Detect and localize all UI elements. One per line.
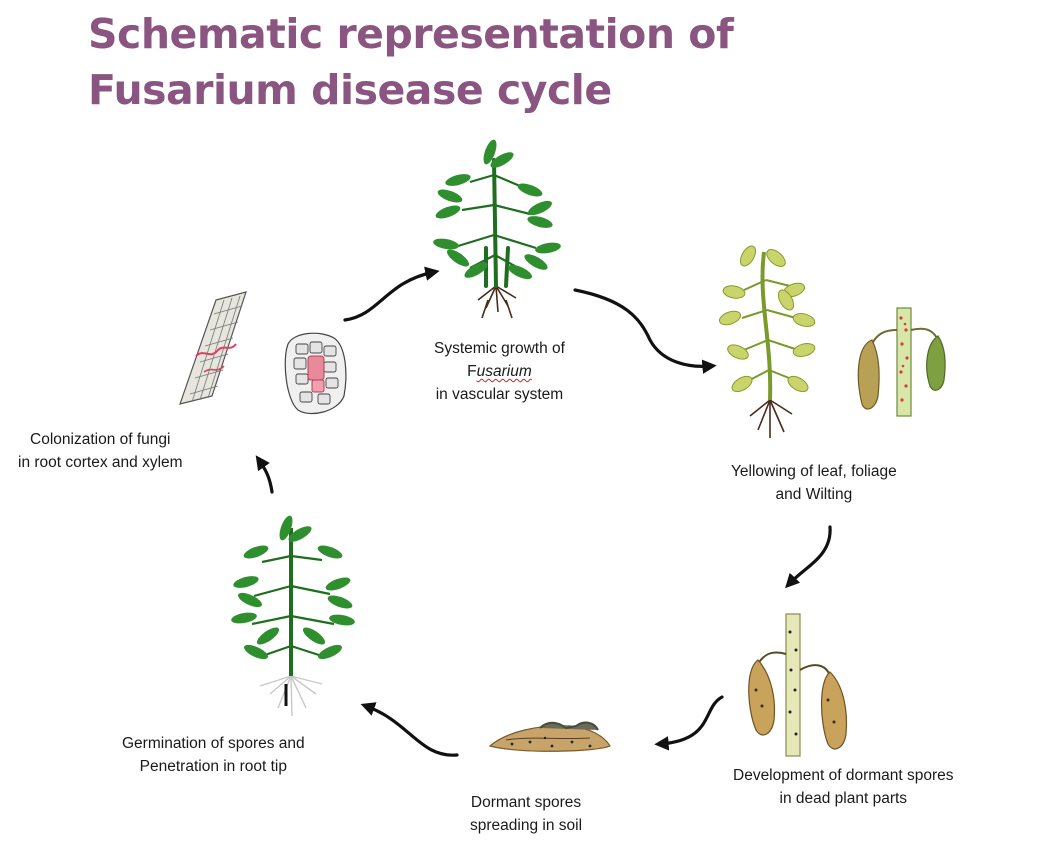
dead-plant-parts-icon — [748, 613, 848, 757]
label-germination: Germination of spores and Penetration in… — [122, 735, 305, 775]
arrow-to-yellowing — [573, 288, 717, 374]
cortex-cells-icon — [284, 332, 347, 415]
slide-title-line-1: Schematic representation of — [88, 10, 734, 58]
yellowing-plant-icon — [717, 242, 817, 438]
arrow-to-germination — [360, 702, 459, 757]
soil-spores-icon — [488, 721, 611, 752]
slide-title: Schematic representation of Fusarium dis… — [88, 6, 734, 118]
healthy-plant-icon — [432, 138, 562, 319]
arrow-to-dormant-dev — [785, 525, 832, 589]
label-dormant-development: Development of dormant spores in dead pl… — [733, 767, 954, 807]
label-systemic-growth: Systemic growth of Fusarium in vascular … — [434, 340, 565, 403]
label-yellowing: Yellowing of leaf, foliage and Wilting — [731, 463, 897, 503]
arrow-to-systemic — [343, 266, 440, 322]
fusarium-italic: usarium — [476, 363, 532, 380]
root-tissue-icon — [179, 291, 247, 405]
cycle-arrows — [255, 266, 832, 757]
slide-title-line-2: Fusarium disease cycle — [88, 66, 612, 114]
arrow-to-soil — [654, 695, 724, 751]
label-colonization: Colonization of fungi in root cortex and… — [18, 431, 183, 471]
seedling-plant-icon — [230, 514, 356, 717]
arrow-to-colonization — [255, 455, 274, 494]
fusarium-prefix: F — [467, 363, 477, 380]
wilted-stem-icon — [857, 307, 946, 417]
label-soil-spreading: Dormant spores spreading in soil — [470, 794, 583, 834]
